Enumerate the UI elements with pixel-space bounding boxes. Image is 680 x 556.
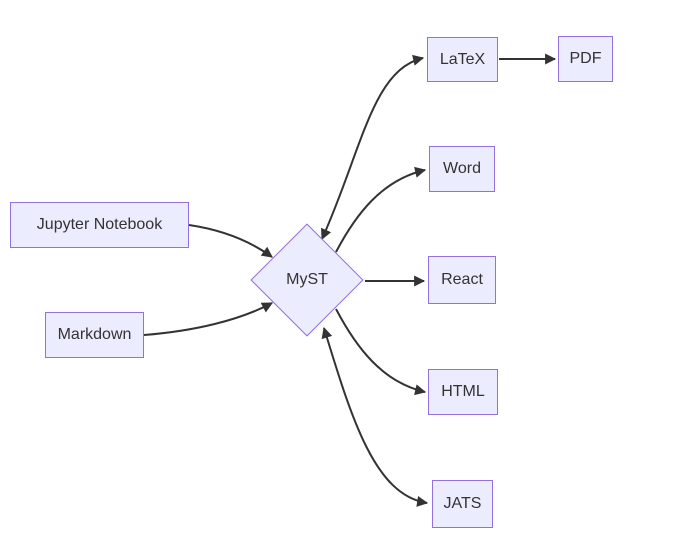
node-pdf: PDF xyxy=(558,36,613,82)
node-pdf-label: PDF xyxy=(569,50,602,67)
node-markdown: Markdown xyxy=(45,312,144,358)
node-myst-label: MyST xyxy=(286,271,328,288)
node-html-label: HTML xyxy=(441,383,485,400)
node-latex-label: LaTeX xyxy=(439,50,486,68)
node-html: HTML xyxy=(428,369,498,415)
node-word-label: Word xyxy=(443,160,481,177)
node-jats-label: JATS xyxy=(443,495,482,512)
edge-myst-to-word xyxy=(335,166,427,253)
edge-myst-latex-bidirectional xyxy=(321,54,425,241)
edge-myst-jats-bidirectional xyxy=(321,326,429,507)
node-jupyter-notebook-label: Jupyter Notebook xyxy=(36,216,163,233)
node-word: Word xyxy=(429,146,495,192)
node-jats: JATS xyxy=(432,480,493,528)
node-react: React xyxy=(428,256,496,304)
edge-jupyter-to-myst xyxy=(188,224,273,258)
node-latex: LaTeX xyxy=(427,37,498,82)
node-jupyter-notebook: Jupyter Notebook xyxy=(10,202,189,248)
edge-markdown-to-myst xyxy=(143,302,273,336)
edge-myst-to-html xyxy=(335,308,427,396)
node-markdown-label: Markdown xyxy=(57,326,132,343)
node-react-label: React xyxy=(441,271,483,288)
